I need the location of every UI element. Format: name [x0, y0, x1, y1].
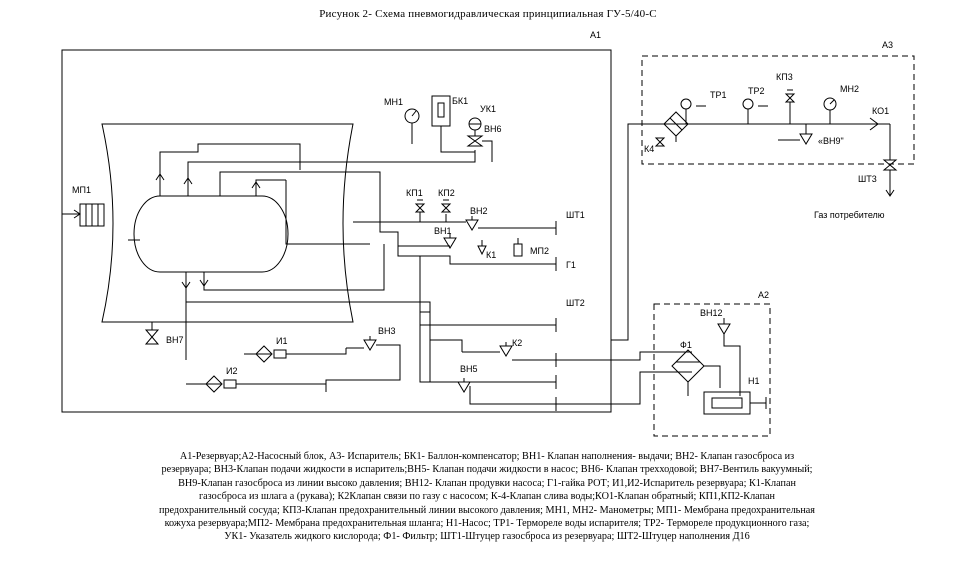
- block-a2-label: А2: [758, 290, 769, 300]
- block-a1-label: А1: [590, 30, 601, 40]
- indicator-uk1: [466, 117, 493, 162]
- reservoir-casing: [101, 123, 354, 323]
- label-kp3: КП3: [776, 72, 793, 82]
- label-mp1: МП1: [72, 185, 91, 195]
- label-vn6: ВН6: [484, 124, 502, 134]
- internal-pipes: [128, 143, 557, 360]
- safety-valve-kp2: [440, 199, 452, 213]
- block-a1-frame: [61, 49, 612, 413]
- label-sht3: ШТ3: [858, 174, 877, 184]
- label-sht1: ШТ1: [566, 210, 585, 220]
- legend-line: предохранительный сосуда; КП3-Клапан пре…: [159, 504, 815, 516]
- label-i1: И1: [276, 336, 287, 346]
- safety-valve-kp3: [784, 89, 796, 124]
- label-ko1: КО1: [872, 106, 889, 116]
- label-tr1: ТР1: [710, 90, 727, 100]
- arrow-down: [181, 281, 191, 289]
- label-f1: Ф1: [680, 340, 692, 350]
- label-tr2: ТР2: [748, 86, 765, 96]
- valve-vn7: [144, 322, 160, 345]
- label-i2: И2: [226, 366, 237, 376]
- legend-line: А1-Резервуар;А2-Насосный блок, А3- Испар…: [179, 451, 795, 462]
- label-g1: Г1: [566, 260, 576, 270]
- label-mn1: МН1: [384, 97, 403, 107]
- manometer-mn1: [404, 108, 420, 144]
- label-kp1: КП1: [406, 188, 423, 198]
- safety-valve-kp1: [414, 199, 426, 222]
- thermorelay-tr2: [742, 98, 768, 124]
- label-vn3: ВН3: [378, 326, 396, 336]
- valve-vn9: [778, 124, 813, 145]
- label-gas-out: Газ потребителю: [814, 210, 885, 220]
- inner-vessel: [133, 195, 289, 273]
- label-mn2: МН2: [840, 84, 859, 94]
- purge-valve-vn12: [717, 318, 741, 396]
- valve-vn1: [443, 234, 457, 249]
- evaporator-i1: [244, 345, 347, 363]
- legend: А1-Резервуар;А2-Насосный блок, А3- Испар…: [56, 450, 918, 544]
- label-uk1: УК1: [480, 104, 496, 114]
- label-k2: К2: [512, 338, 522, 348]
- label-vn1: ВН1: [434, 226, 452, 236]
- valve-vn2: [446, 216, 557, 235]
- block-a3-label: А3: [882, 40, 893, 50]
- valve-vn5: [419, 325, 557, 411]
- label-vn5: ВН5: [460, 364, 478, 374]
- label-sht2: ШТ2: [566, 298, 585, 308]
- arrow-up-right: [251, 181, 261, 189]
- pipe-a2-to-a1: [556, 351, 692, 361]
- arrow-up-left: [155, 173, 165, 181]
- legend-line: резервуара; ВН3-Клапан подачи жидкости в…: [161, 464, 813, 476]
- legend-line: ВН9-Клапан газосброса из линии высоко да…: [178, 477, 796, 489]
- check-valve-ko1: [869, 117, 898, 197]
- evaporator-unit: [654, 111, 890, 147]
- filter-f1: [671, 349, 721, 396]
- membrane-mp1: [62, 203, 105, 227]
- valve-vn3: [325, 336, 401, 392]
- valve-k1: [477, 240, 487, 256]
- label-vn7: ВН7: [166, 335, 184, 345]
- legend-line: кожуха резервуара;МП2- Мембрана предохра…: [164, 518, 810, 530]
- pump-n1: [703, 391, 767, 415]
- evaporator-i2: [186, 375, 327, 393]
- label-kp2: КП2: [438, 188, 455, 198]
- arrow-down-2: [199, 279, 209, 287]
- label-n1: Н1: [748, 376, 760, 386]
- label-vn12: ВН12: [700, 308, 723, 318]
- membrane-mp2: [513, 238, 523, 257]
- manometer-mn2: [823, 97, 837, 124]
- label-k1: К1: [486, 250, 496, 260]
- label-k4: К4: [644, 144, 654, 154]
- block-a3-frame: [641, 55, 915, 165]
- legend-line: газосброса из шлага а (рукава); К2Клапан…: [198, 491, 775, 503]
- label-vn9: «ВН9": [818, 136, 844, 146]
- figure-title: Рисунок 2- Схема пневмогидравлическая пр…: [319, 8, 657, 20]
- label-vn2: ВН2: [470, 206, 488, 216]
- block-a2-frame: [653, 303, 771, 437]
- pipe-a2-return: [556, 371, 692, 405]
- label-bk1: БК1: [452, 96, 468, 106]
- arrow-up-mid: [183, 177, 193, 185]
- pipe-a1-to-a3: [611, 123, 664, 341]
- thermorelay-tr1: [680, 98, 706, 124]
- legend-line: УК1- Указатель жидкого кислорода; Ф1- Фи…: [224, 531, 750, 543]
- compensator-bk1: [431, 95, 475, 153]
- label-mp2: МП2: [530, 246, 549, 256]
